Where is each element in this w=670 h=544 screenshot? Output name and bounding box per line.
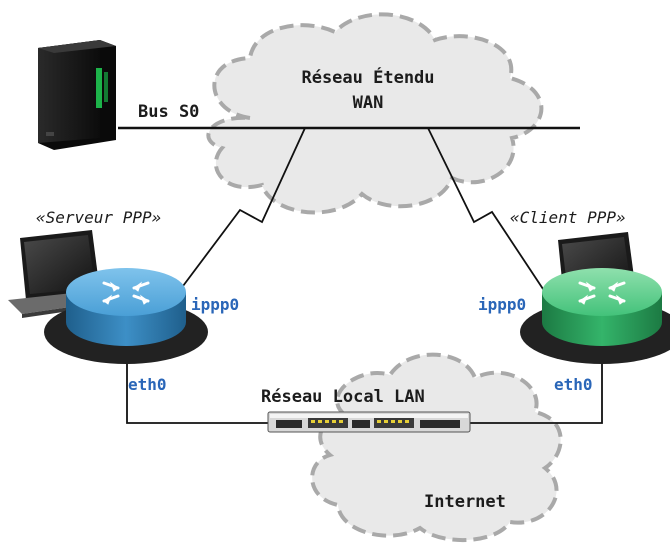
server-role-label: «Serveur PPP» — [36, 208, 162, 227]
lan-label: Réseau Local LAN — [261, 387, 425, 407]
server-router-icon — [44, 268, 208, 364]
network-switch-icon — [267, 411, 471, 433]
client-role-label: «Client PPP» — [510, 208, 626, 227]
internet-label: Internet — [424, 492, 506, 512]
client-isdn-link — [427, 127, 546, 293]
client-ippp0-label: ippp0 — [478, 295, 527, 314]
internet-cloud — [310, 352, 563, 543]
client-eth0-label: eth0 — [554, 375, 593, 394]
server-ippp0-label: ippp0 — [191, 295, 240, 314]
client-router-icon — [520, 268, 670, 364]
bus-s0-label: Bus S0 — [138, 102, 200, 122]
server-tower-icon — [38, 40, 116, 150]
wan-cloud — [206, 12, 544, 215]
wan-label-line1: Réseau Étendu — [301, 68, 435, 88]
server-eth0-label: eth0 — [128, 375, 167, 394]
server-isdn-link — [179, 127, 306, 291]
wan-label-line2: WAN — [352, 93, 384, 113]
